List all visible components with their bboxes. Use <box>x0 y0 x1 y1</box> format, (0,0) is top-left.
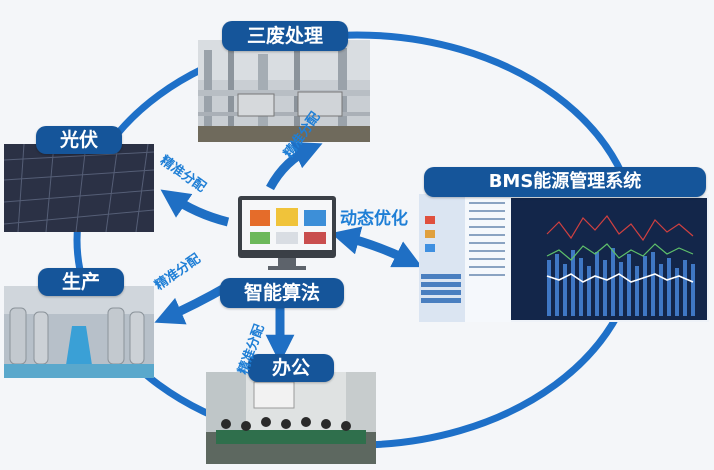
arrow-to-bms <box>330 226 423 268</box>
arrow-to-waste <box>266 141 323 191</box>
center-label: 智能算法 <box>220 278 344 308</box>
production-photo <box>4 286 154 378</box>
waste-treatment-photo <box>198 40 370 142</box>
node-label-office: 办公 <box>248 354 334 382</box>
edge-label-to-bms: 动态优化 <box>340 209 408 229</box>
node-label-bms: BMS能源管理系统 <box>424 167 706 197</box>
node-label-pv: 光伏 <box>36 126 122 154</box>
arrow-to-pv <box>160 189 230 227</box>
arrow-to-prod <box>154 282 231 325</box>
office-meeting-photo <box>206 372 376 464</box>
bms-screenshot <box>419 194 709 322</box>
node-label-prod: 生产 <box>38 268 124 296</box>
node-label-waste: 三废处理 <box>222 21 348 51</box>
center-monitor <box>238 196 336 272</box>
solar-panels-photo <box>4 144 154 232</box>
